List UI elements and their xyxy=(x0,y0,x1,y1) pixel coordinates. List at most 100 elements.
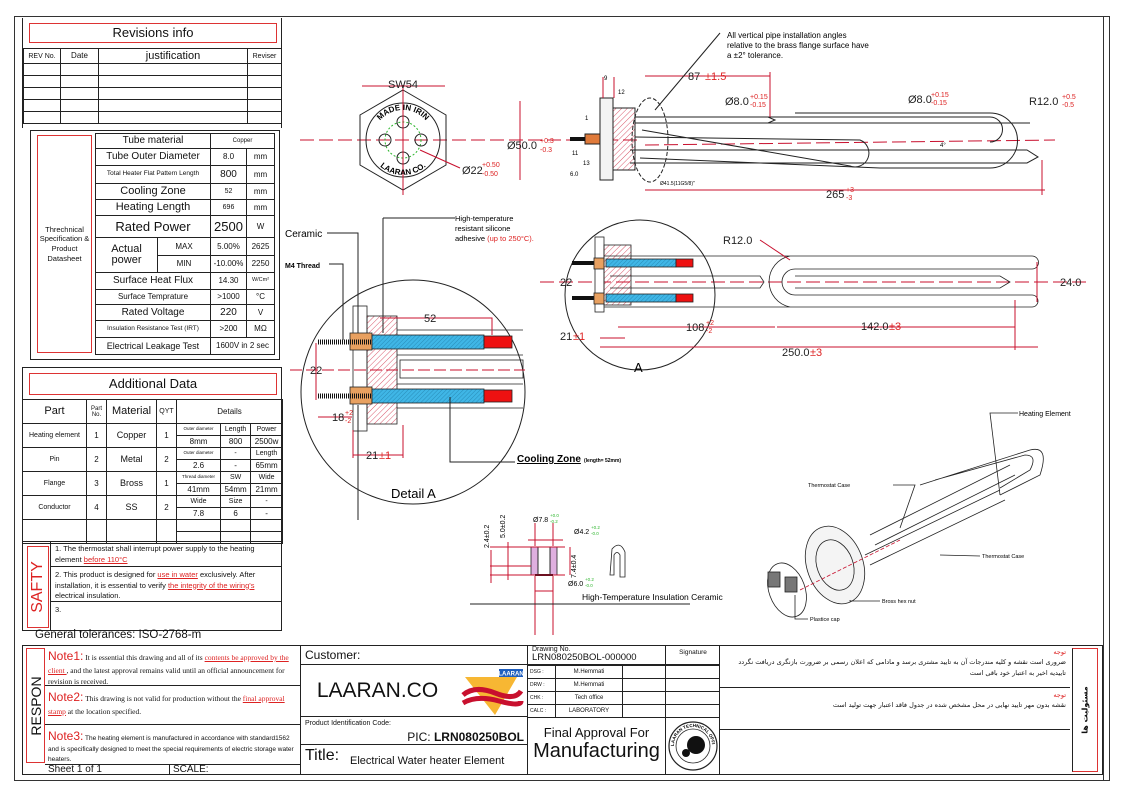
d1-label: 1 xyxy=(585,116,589,122)
tol-upper: +2 xyxy=(706,320,714,327)
tol: ±1 xyxy=(379,450,391,462)
flange-front-view xyxy=(359,85,447,195)
detail-a-view xyxy=(318,305,524,432)
customer-label: Customer: xyxy=(300,645,527,665)
part-material: Copper xyxy=(106,423,157,448)
respon-label-text: RESPON xyxy=(27,675,44,736)
company-logo: LAARAN xyxy=(455,665,527,717)
note-2: Note2: This drawing is not valid for pro… xyxy=(45,686,300,725)
detail-callout-circle xyxy=(564,219,716,371)
d22-detail-label: 22 xyxy=(310,365,322,377)
d18-label: 18 xyxy=(332,412,344,424)
detail-a-marker: A xyxy=(634,360,643,375)
approval-line-2: Manufacturing xyxy=(533,740,660,762)
tol-upper: +0.0 xyxy=(550,513,559,518)
isometric-assembly xyxy=(767,448,1044,618)
tol-lower: -0.0 xyxy=(591,531,599,536)
detail-value: 800 xyxy=(220,435,252,448)
right-strip xyxy=(1103,16,1110,781)
tol-lower: -0.0 xyxy=(585,583,593,588)
d42-label: Ø4.2 xyxy=(574,529,589,536)
detail-label: SW xyxy=(220,471,252,484)
leader xyxy=(419,149,461,169)
tol-upper: +0.5 xyxy=(1062,94,1076,101)
approval-line-1: Final Approval For xyxy=(543,725,650,740)
tol-upper: +2 xyxy=(345,410,353,417)
iso-leaders xyxy=(794,412,1018,620)
d60-label: Ø6.0 xyxy=(568,581,583,588)
general-tolerances: General tolerances: ISO-2768-m xyxy=(35,629,202,641)
tol-lower: -0.50 xyxy=(482,171,498,178)
d50-label: Ø50.0 xyxy=(507,140,537,152)
tol-lower: -0.15 xyxy=(750,102,766,109)
tol-lower: -0.5 xyxy=(1062,102,1074,109)
detail-value: 6 xyxy=(220,507,252,520)
center-lines xyxy=(300,139,1090,283)
revision-row xyxy=(23,111,282,124)
safety-panel: SAFTY xyxy=(22,541,282,631)
revision-row xyxy=(23,63,282,76)
tol-upper: +0.15 xyxy=(931,92,949,99)
staff-row: CALC :LABORATORY xyxy=(527,704,720,718)
safety-item-3: 3. xyxy=(50,602,282,631)
drawing-no-label: Drawing No. xyxy=(532,646,571,653)
staff-role: CHK : xyxy=(527,691,556,705)
thermostat-case-label: Thermostat Case xyxy=(808,483,850,489)
tol-lower: -0.3 xyxy=(540,147,552,154)
note-1: Note1: It is essential this drawing and … xyxy=(45,645,300,686)
staff-name: LABORATORY xyxy=(555,704,623,718)
spec-label: Rated Power xyxy=(95,215,211,238)
signature-label: Signature xyxy=(665,645,720,665)
drawing-title: Electrical Water heater Element xyxy=(350,755,505,767)
d24-label: 24.0 xyxy=(1060,277,1081,289)
sheet-number: Sheet 1 of 1 xyxy=(45,765,170,775)
tol: ±1.5 xyxy=(705,71,726,83)
tol-lower: -2 xyxy=(345,418,351,425)
ceramic-part-title: High-Temperature Insulation Ceramic xyxy=(582,592,724,602)
r12-label: R12.0 xyxy=(1029,96,1058,108)
d6-label: 6.0 xyxy=(570,172,579,178)
tol-upper: +0.2 xyxy=(591,525,600,530)
element-bottom-view xyxy=(572,236,1039,313)
pic-code: PIC: LRN080250BOL xyxy=(407,730,524,744)
spec-value: 1600V in 2 sec xyxy=(210,337,275,355)
drawing-no-value: LRN080250BOL-000000 xyxy=(532,652,637,663)
sw54-label: SW54 xyxy=(388,79,418,91)
h50-label: 5.0±0.2 xyxy=(500,515,507,538)
d21-bottom-label: 21 xyxy=(560,331,572,343)
safety-item-2: 2. This product is designed for use in w… xyxy=(50,567,282,602)
staff-role: CALC : xyxy=(527,704,556,718)
d8-label-2: Ø8.0 xyxy=(908,94,932,106)
detail-circle xyxy=(300,279,526,505)
staff-name: Tech office xyxy=(555,691,623,705)
thermostat-case-label-2: Thermostat Case xyxy=(982,554,1024,560)
spec-panel: Threchnical Specification & Product Data… xyxy=(30,130,280,360)
dim-lines-top xyxy=(519,72,1045,195)
spec-label: Electrical Leakage Test xyxy=(95,337,211,355)
part-material: Metal xyxy=(106,447,157,472)
technical-drawing: SW54 MADE IN IRIN LAARAN CO. Ø22 +0.50-0… xyxy=(285,31,1090,635)
h74-label: 7.4±0.4 xyxy=(571,555,578,578)
d87-label: 87 xyxy=(688,71,700,83)
tol-upper: +0.2 xyxy=(585,577,594,582)
tol: ±3 xyxy=(810,347,822,359)
d22-label: Ø22 xyxy=(462,165,483,177)
angle-label: 4° xyxy=(940,143,946,149)
tol-upper: +3 xyxy=(846,187,854,194)
drawing-no: Drawing No. LRN080250BOL-000000 xyxy=(527,645,665,665)
d250-label: 250.0 xyxy=(782,347,810,359)
tol-upper: +0.3 xyxy=(540,138,554,145)
col-part: Part xyxy=(22,399,87,424)
safety-item-1: 1. The thermostat shall interrupt power … xyxy=(50,541,282,567)
plastic-cap-label: Plastice cap xyxy=(810,617,840,623)
final-approval: Final Approval For Manufacturing xyxy=(527,717,665,775)
